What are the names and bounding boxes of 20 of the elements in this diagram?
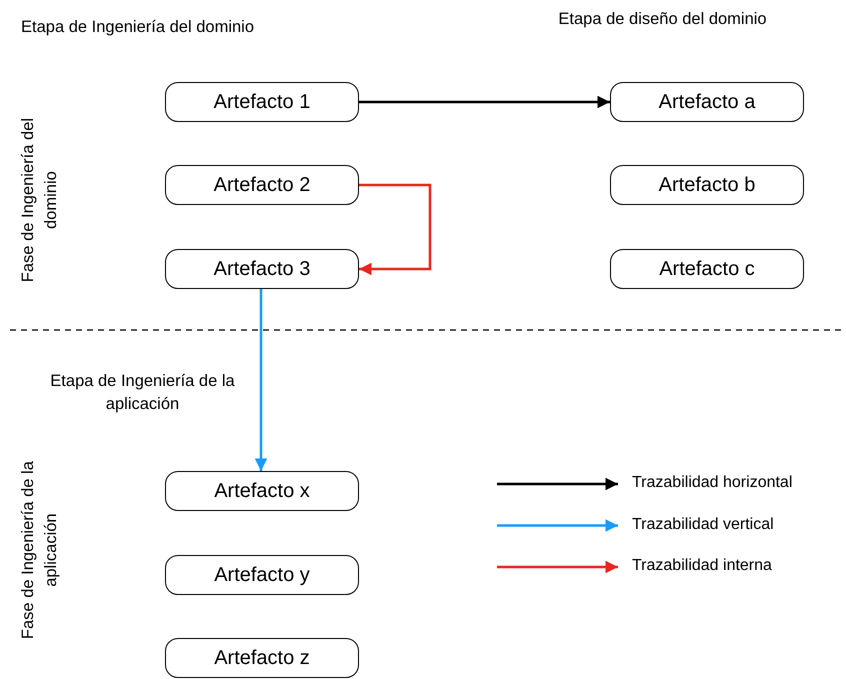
artifact-box: Artefacto b (610, 165, 804, 205)
legend-label: Trazabilidad vertical (632, 516, 774, 534)
arrow (359, 184, 432, 276)
artifact-box: Artefacto a (610, 82, 804, 122)
arrow (359, 96, 610, 108)
artifact-box: Artefacto 3 (165, 249, 359, 289)
artifact-box: Artefacto c (610, 249, 804, 289)
arrow (254, 289, 268, 471)
artifact-box: Artefacto 1 (165, 82, 359, 122)
legend-label: Trazabilidad horizontal (632, 474, 792, 492)
phase-label: Fase de Ingeniería de la aplicación (18, 460, 61, 642)
artifact-box: Artefacto y (165, 555, 359, 595)
phase-label: Fase de Ingeniería del dominio (18, 117, 61, 284)
artifact-box: Artefacto 2 (165, 165, 359, 205)
artifact-box: Artefacto z (165, 638, 359, 678)
legend-label: Trazabilidad interna (632, 557, 772, 575)
stage-heading: Etapa de Ingeniería de la aplicación (49, 371, 236, 416)
stage-heading: Etapa de Ingeniería del dominio (20, 17, 255, 38)
artifact-box: Artefacto x (165, 471, 359, 511)
stage-heading: Etapa de diseño del dominio (557, 9, 768, 30)
